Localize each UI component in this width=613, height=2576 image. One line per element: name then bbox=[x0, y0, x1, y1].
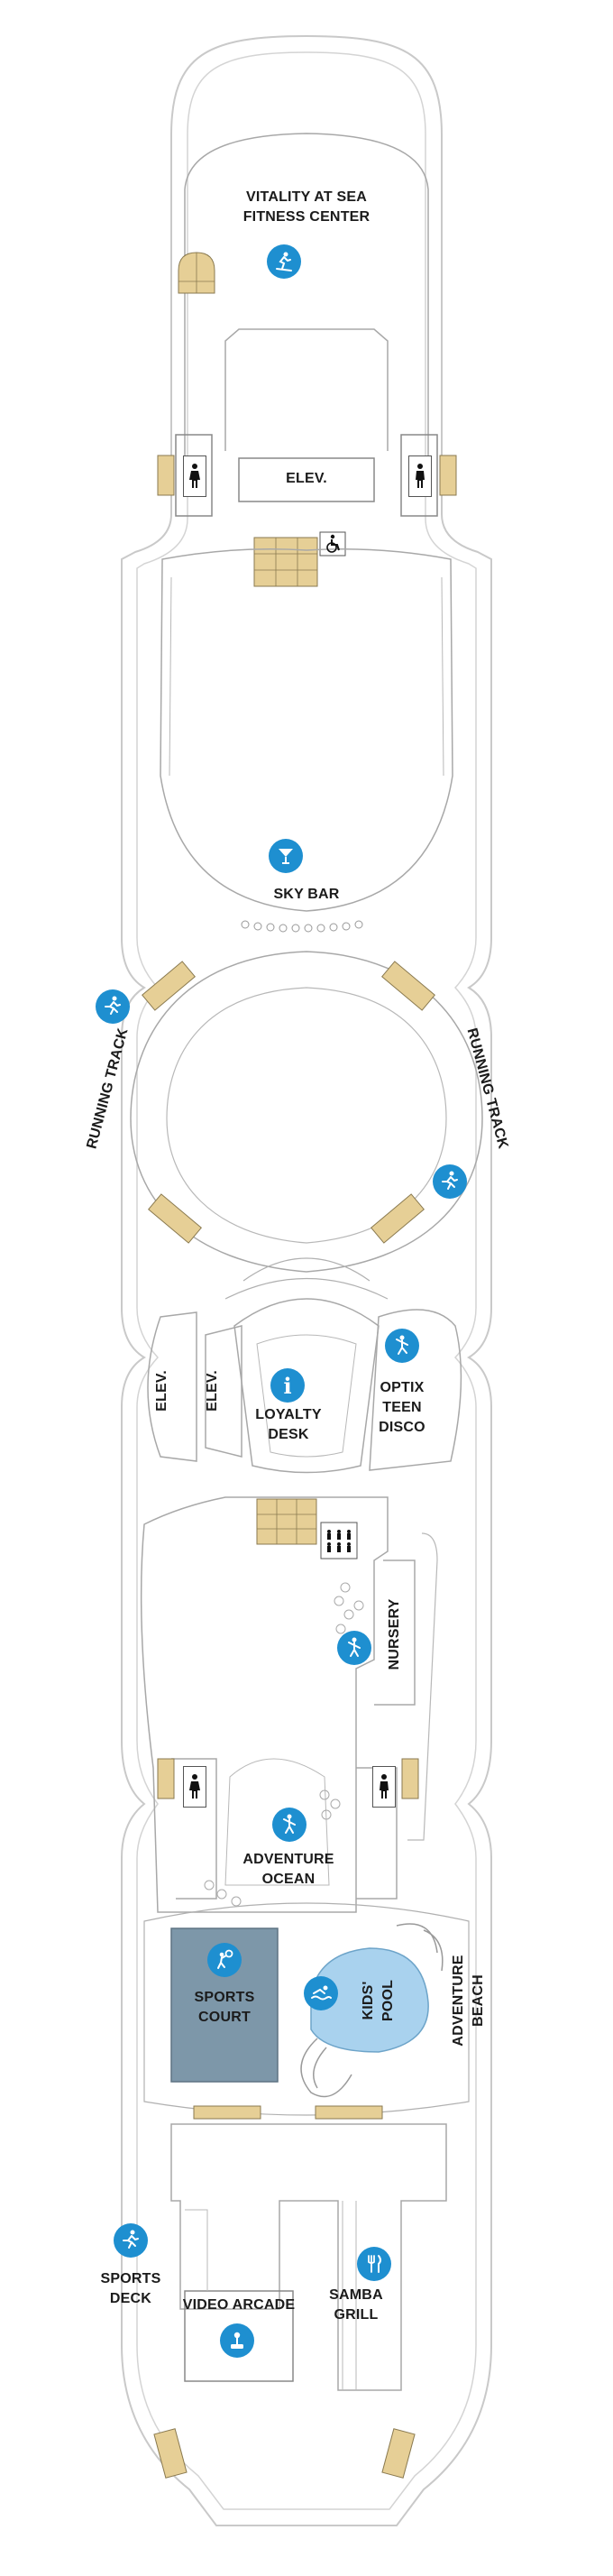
joystick-icon bbox=[220, 2323, 254, 2358]
running-track-ring bbox=[130, 951, 483, 1273]
sky-bar-stools bbox=[241, 920, 363, 933]
cocktail-icon bbox=[269, 839, 303, 873]
elevator-bank-mid bbox=[147, 1311, 197, 1462]
stairs bbox=[142, 961, 196, 1011]
kids-pool-water bbox=[310, 1947, 429, 2053]
wheelchair-icon bbox=[324, 534, 343, 554]
dining-icon bbox=[357, 2247, 391, 2281]
stairs bbox=[315, 2105, 383, 2120]
swimmer-icon bbox=[304, 1976, 338, 2010]
running-icon bbox=[433, 1164, 467, 1199]
elevator-lobby-top bbox=[224, 328, 389, 451]
info-icon: i bbox=[270, 1368, 305, 1403]
hull-outline bbox=[121, 34, 492, 2526]
stairs bbox=[439, 455, 457, 496]
stairs bbox=[148, 1193, 202, 1244]
adventure-ocean-label: ADVENTURE OCEAN bbox=[242, 1852, 334, 1887]
women-restroom-icon bbox=[183, 1766, 206, 1808]
stairs bbox=[153, 2428, 188, 2479]
elevator-label-top: ELEV. bbox=[286, 471, 327, 486]
optix-area bbox=[369, 1309, 462, 1471]
kids-pool-label: KIDS' POOL bbox=[361, 1979, 396, 2022]
men-restroom-icon bbox=[408, 455, 432, 497]
stairs bbox=[401, 1758, 419, 1799]
samba-grill-label: SAMBA GRILL bbox=[329, 2287, 383, 2323]
main-stairs bbox=[253, 537, 318, 587]
stairs bbox=[381, 961, 435, 1011]
kids-icon bbox=[272, 1808, 306, 1842]
nursery-label: NURSERY bbox=[387, 1598, 402, 1670]
adventure-beach-label: ADVENTURE BEACH bbox=[451, 1955, 486, 2047]
stairs bbox=[381, 2428, 416, 2479]
video-arcade-room bbox=[184, 2290, 294, 2382]
adventure-ocean-area bbox=[140, 1496, 389, 1913]
aft-structure bbox=[170, 2123, 447, 2391]
elevator-label-mid-2: ELEV. bbox=[205, 1370, 220, 1412]
basketball-icon bbox=[207, 1943, 242, 1977]
sky-bar-label: SKY BAR bbox=[273, 887, 340, 902]
fitness-icon bbox=[267, 244, 301, 279]
video-arcade-label: VIDEO ARCADE bbox=[182, 2297, 296, 2313]
family-restroom-icon bbox=[325, 1528, 353, 1553]
water-slide bbox=[300, 1923, 444, 2098]
stairs bbox=[193, 2105, 261, 2120]
fitness-center-room bbox=[184, 133, 429, 469]
sky-bar-area bbox=[160, 548, 453, 912]
elevator-label-mid-1: ELEV. bbox=[154, 1370, 169, 1412]
kids-icon bbox=[337, 1631, 371, 1665]
stairs bbox=[157, 1758, 175, 1799]
loyalty-desk-area bbox=[233, 1298, 380, 1474]
men-restroom-icon bbox=[372, 1766, 396, 1808]
optix-teen-disco-label: OPTIX TEEN DISCO bbox=[379, 1380, 425, 1435]
fitness-center-label: VITALITY AT SEA FITNESS CENTER bbox=[242, 189, 371, 225]
running-icon bbox=[114, 2223, 148, 2258]
sports-court-label: SPORTS COURT bbox=[194, 1990, 255, 2025]
loyalty-desk-label: LOYALTY DESK bbox=[255, 1407, 322, 1442]
nursery-room bbox=[374, 1559, 416, 1706]
women-restroom-icon bbox=[183, 455, 206, 497]
hull-inner-outline bbox=[136, 51, 477, 2510]
stairs bbox=[371, 1193, 425, 1244]
sports-deck-label: SPORTS DECK bbox=[100, 2271, 161, 2306]
stairs bbox=[157, 455, 175, 496]
main-stairs bbox=[256, 1498, 317, 1545]
running-icon bbox=[96, 989, 130, 1024]
teen-dance-icon bbox=[385, 1329, 419, 1363]
